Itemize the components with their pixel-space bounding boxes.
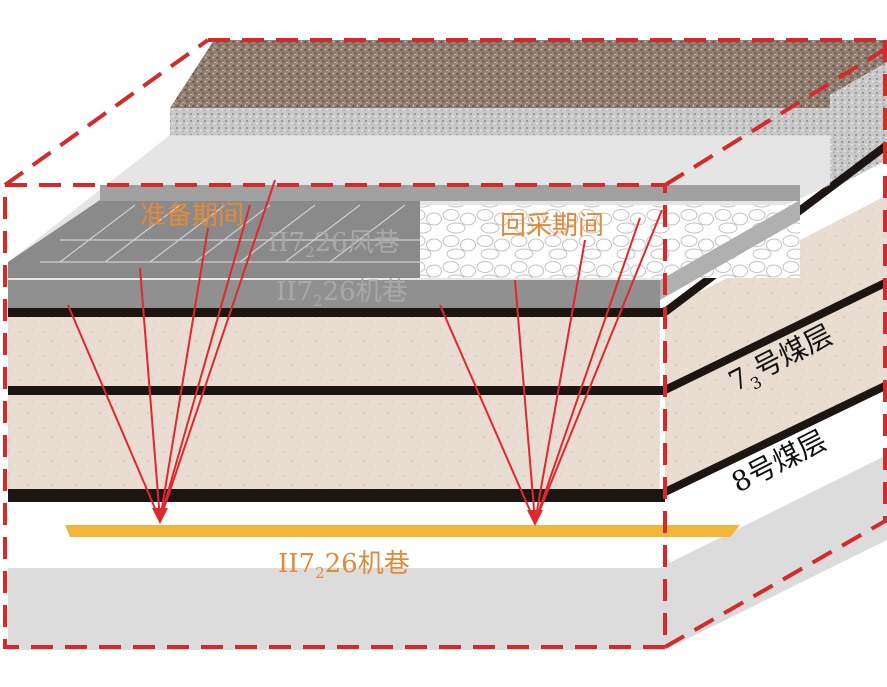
right-floor [665, 455, 887, 650]
label-mining-period: 回采期间 [500, 211, 604, 241]
boreholes [67, 179, 663, 526]
prep-panel [8, 200, 420, 278]
borehole-fan-left [67, 179, 276, 524]
borehole-head-right [527, 510, 543, 526]
front-face [8, 308, 740, 650]
coal-seam-73 [8, 386, 665, 395]
borehole-head-left [152, 508, 168, 524]
borehole-fan-right [439, 209, 663, 526]
gravel-front [170, 108, 830, 136]
gravel-top [170, 40, 887, 118]
right-coal-73 [663, 278, 887, 394]
right-lower-sand [665, 282, 887, 492]
label-lower-machine-roadway: II7226机巷 [278, 549, 410, 582]
top-surface [8, 40, 887, 310]
front-upper-sand [8, 312, 660, 390]
roof-gray-band-side [660, 200, 800, 300]
block-outline [3, 38, 887, 649]
coal-seam-top [8, 308, 665, 317]
right-coal-8 [663, 381, 887, 496]
lower-roadway-band [65, 525, 740, 537]
front-floor [8, 568, 665, 650]
coal-seam-8 [8, 489, 665, 502]
label-upper-tail-roadway: II7226风巷 [268, 228, 400, 261]
label-upper-machine-roadway: II7226机巷 [276, 277, 408, 310]
right-upper-sand [665, 195, 887, 390]
roof-band-top [100, 185, 800, 201]
roof-gray-band [8, 280, 660, 310]
label-prep-period: 准备期间 [140, 201, 244, 231]
